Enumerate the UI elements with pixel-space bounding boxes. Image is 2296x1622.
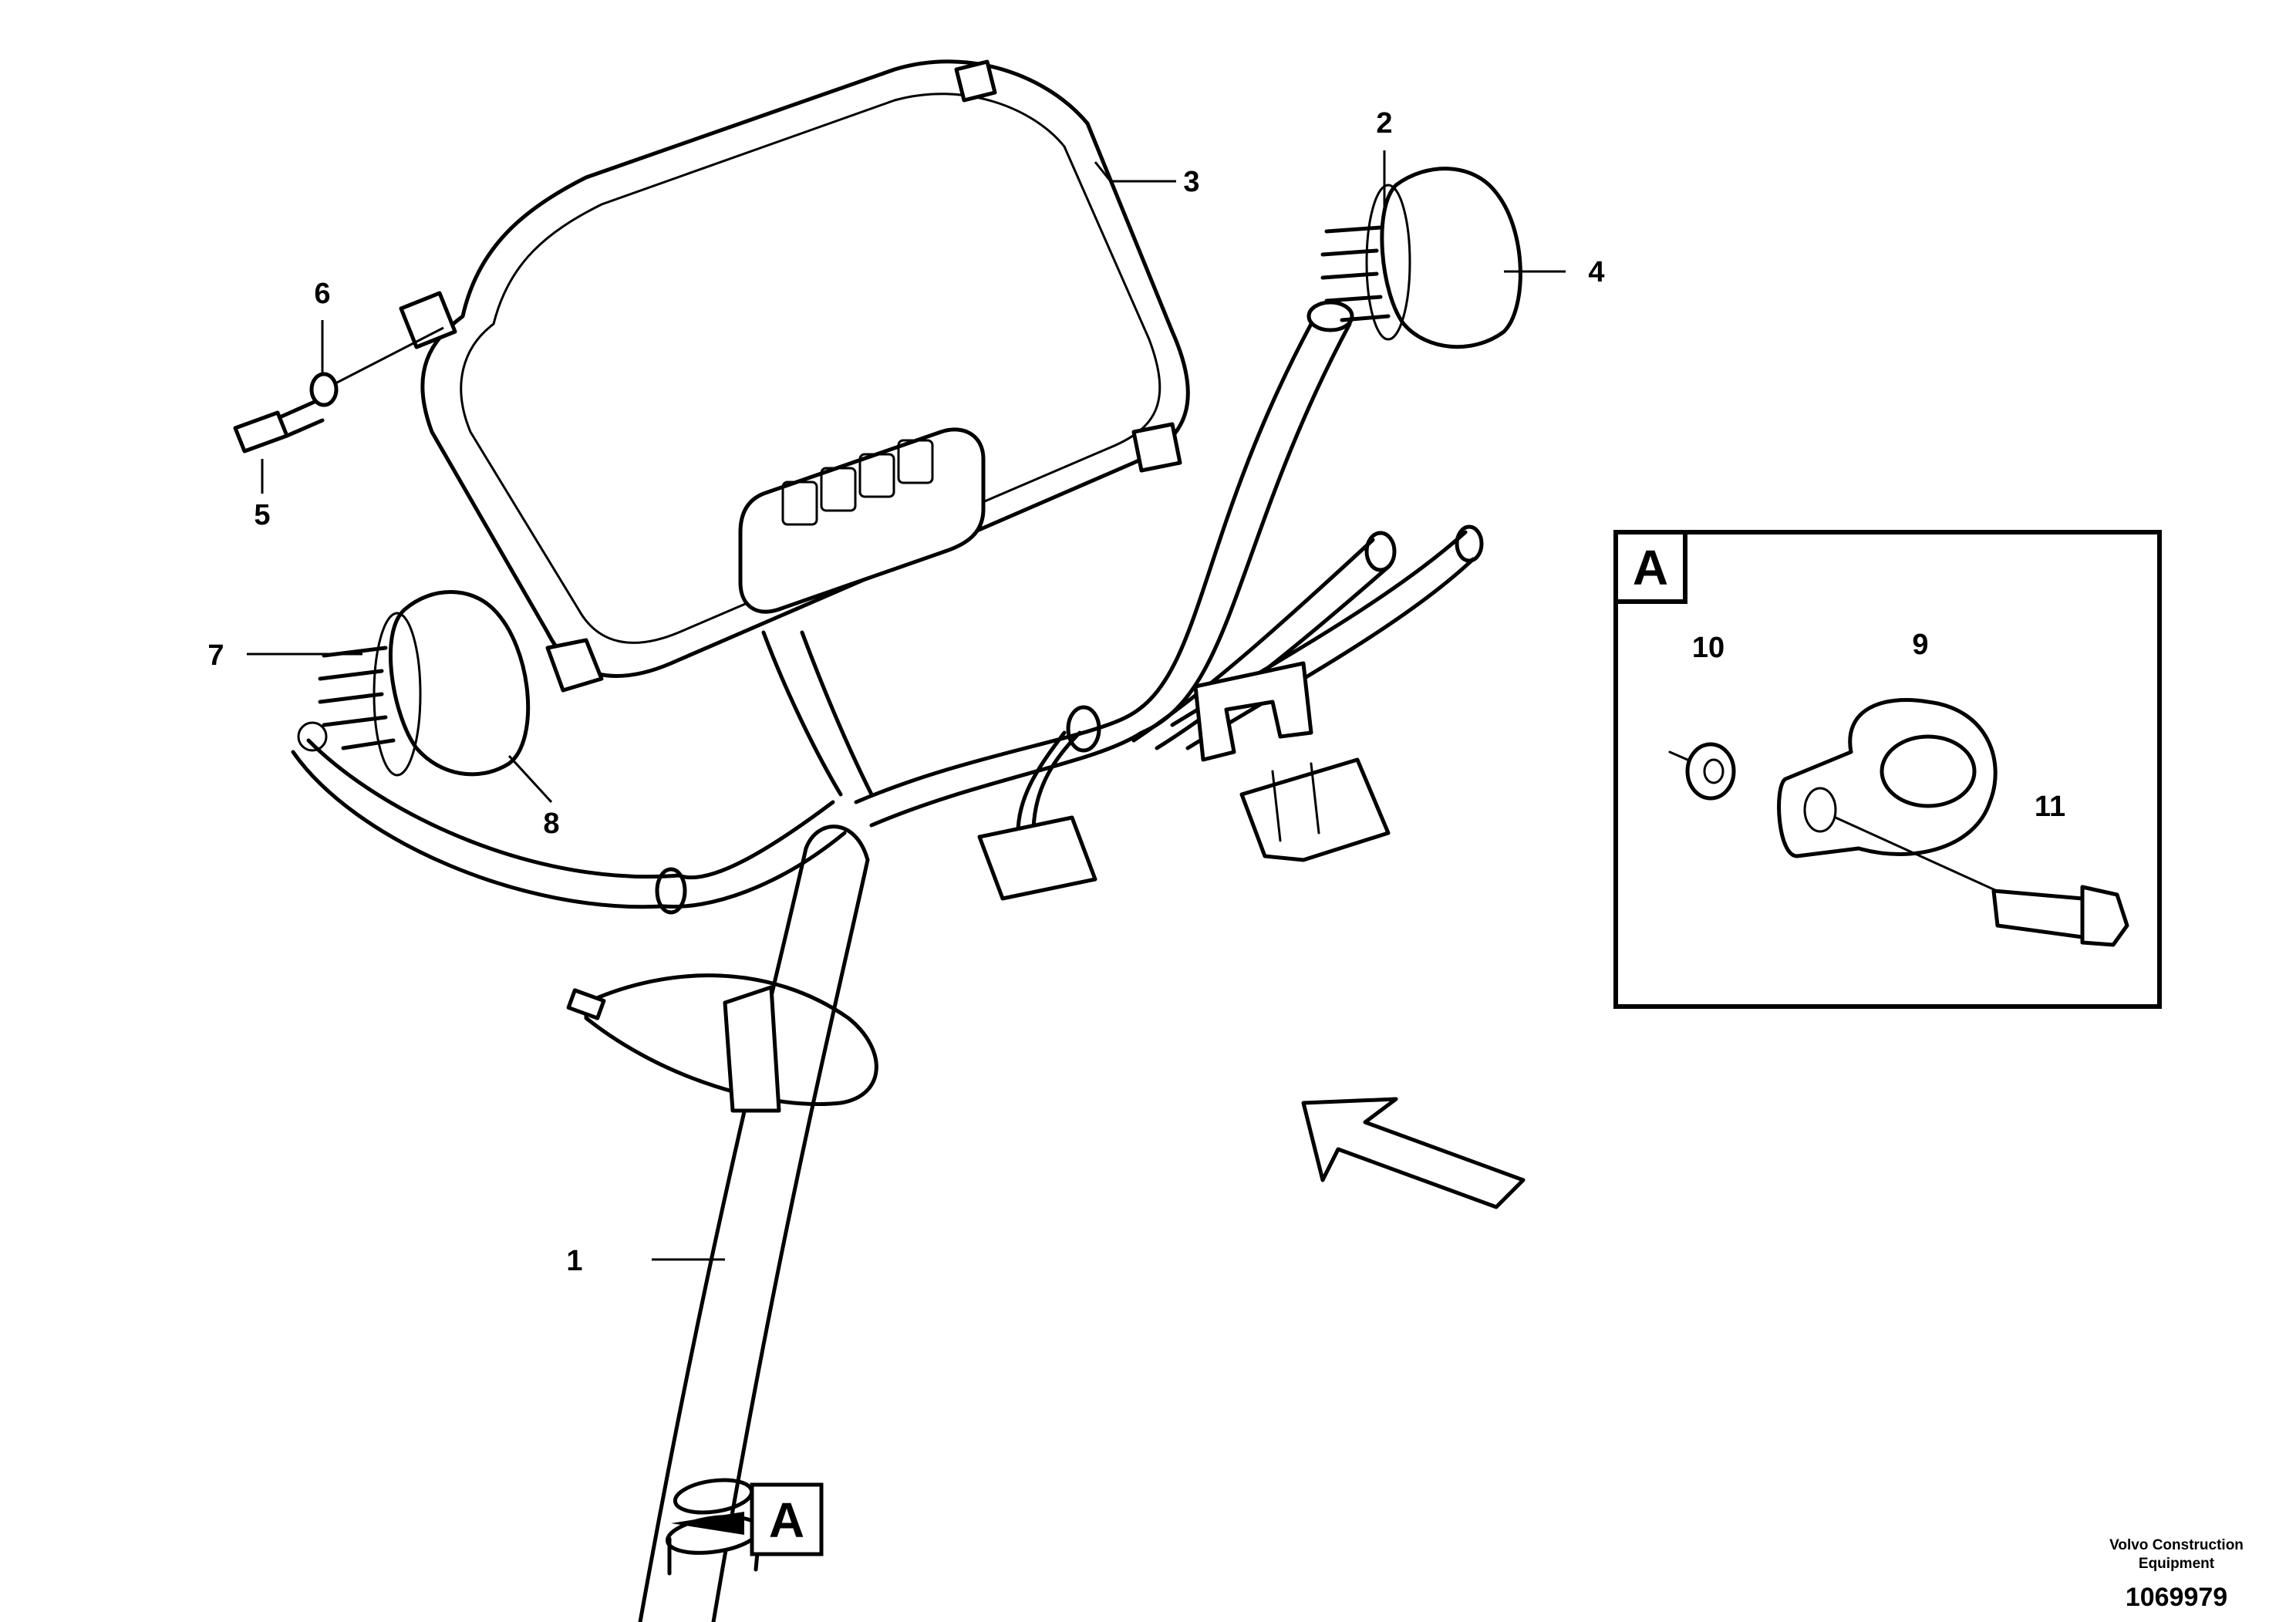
- clamp-detail: [1777, 698, 1998, 858]
- small-connector: [977, 815, 1097, 901]
- callout-1: 1: [566, 1245, 582, 1277]
- callout-6: 6: [314, 278, 330, 310]
- callout-7: 7: [207, 639, 224, 672]
- callout-3: 3: [1183, 166, 1199, 198]
- branch-cable-left: [291, 721, 847, 915]
- bracket-connector: [1193, 661, 1391, 862]
- callout-5: 5: [254, 499, 270, 531]
- cable-tie: [566, 973, 878, 1113]
- inset-title: A: [1633, 540, 1668, 595]
- company-line-1: Volvo Construction: [2109, 1537, 2244, 1553]
- company-line-2: Equipment: [2138, 1556, 2215, 1572]
- callout-8: 8: [543, 808, 559, 840]
- display-unit: [399, 59, 1190, 693]
- screw-and-washer: [233, 326, 444, 454]
- left-connector: [318, 590, 531, 777]
- direction-arrow: [1301, 1097, 1526, 1209]
- detail-inset: A: [1613, 530, 2162, 1009]
- callout-9: 9: [1912, 629, 1928, 661]
- callout-labels: 1 2 3 4 5 6 7 8 9 10 11: [207, 107, 2065, 1277]
- drawing-number: 1069979: [2125, 1583, 2228, 1612]
- right-connector: [1320, 167, 1522, 349]
- callout-4: 4: [1588, 256, 1604, 288]
- callout-11: 11: [2035, 791, 2065, 823]
- detail-marker-label: A: [769, 1492, 804, 1548]
- washer-detail: [1668, 742, 1736, 801]
- company-name: Volvo Construction Equipment: [2092, 1536, 2261, 1573]
- detail-marker: A: [671, 1482, 824, 1556]
- bolt-detail: [1835, 816, 2129, 947]
- callout-2: 2: [1376, 107, 1392, 140]
- callout-10: 10: [1692, 632, 1725, 664]
